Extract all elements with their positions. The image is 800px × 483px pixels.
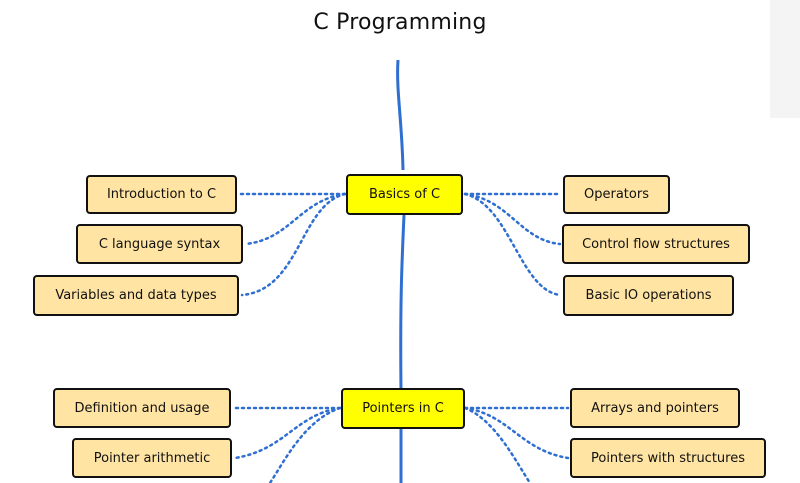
trunk-line [399,214,406,391]
subtopic-node[interactable]: Pointers with structures [570,438,766,478]
subtopic-node[interactable]: C language syntax [76,224,243,264]
subtopic-node[interactable]: Basic IO operations [563,275,734,316]
side-panel [770,0,800,118]
connector [240,192,347,297]
subtopic-node[interactable]: Introduction to C [86,175,237,214]
connector [463,192,562,246]
subtopic-node[interactable]: Arrays and pointers [570,388,740,428]
subtopic-node[interactable]: Control flow structures [562,224,750,264]
trunk-line [396,59,405,171]
subtopic-node[interactable]: Pointer arithmetic [72,438,232,478]
diagram-title: C Programming [313,10,487,35]
connector [243,192,347,246]
connector [268,406,342,483]
connector [463,406,532,483]
topic-node-pointers[interactable]: Pointers in C [341,388,465,429]
connector [463,406,570,460]
subtopic-node[interactable]: Operators [563,175,670,214]
connector [463,192,562,297]
subtopic-node[interactable]: Variables and data types [33,275,239,316]
topic-node-basics[interactable]: Basics of C [346,174,463,215]
subtopic-node[interactable]: Definition and usage [53,388,231,428]
connector [233,406,342,460]
